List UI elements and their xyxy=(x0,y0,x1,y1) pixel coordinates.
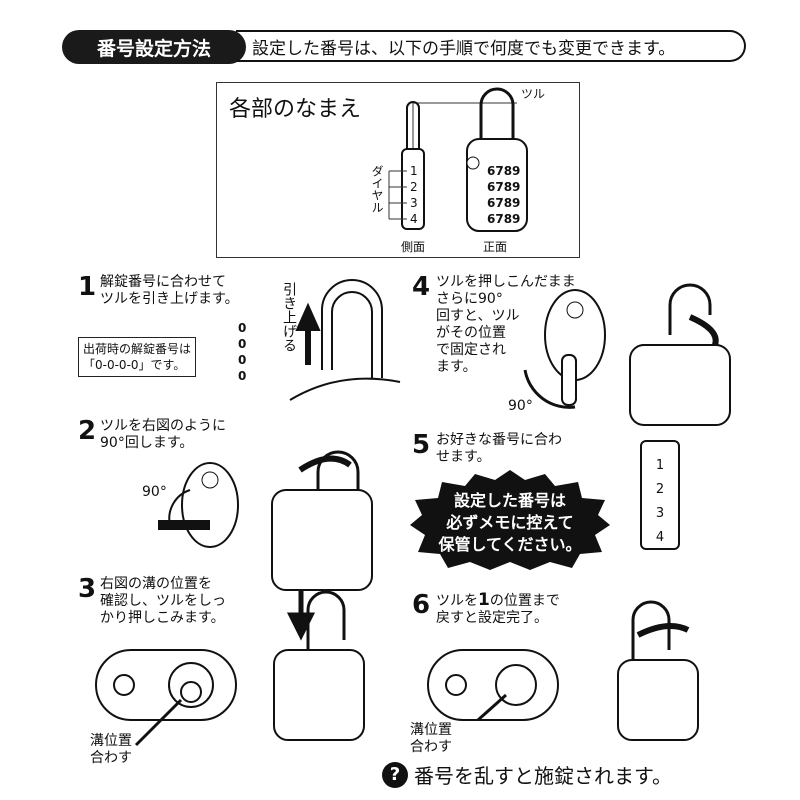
groove-label: 合わす xyxy=(410,739,452,755)
dial-number: 2 xyxy=(410,180,418,194)
burst-text: 保管してください。 xyxy=(438,535,582,554)
front-digits: 6789 xyxy=(487,212,521,226)
parts-title: 各部のなまえ xyxy=(229,97,362,122)
up-arrow-icon xyxy=(295,302,321,365)
step-text: かり押しこみます。 xyxy=(100,610,225,626)
dial-number: 3 xyxy=(410,196,418,210)
angle-label: 90° xyxy=(142,484,167,500)
step-text-bold: 1 xyxy=(478,590,490,610)
section-subtitle: 設定した番号は、以下の手順で何度でも変更できます。 xyxy=(236,30,746,62)
step-text: の位置まで xyxy=(489,593,560,609)
dial-number: 4 xyxy=(410,212,418,226)
dial-number: 1 xyxy=(410,164,418,178)
step-text: 戻すと設定完了。 xyxy=(436,610,548,626)
burst-text: 必ずメモに控えて xyxy=(446,513,574,532)
step-number: 4 xyxy=(412,272,431,302)
rotate-back-arrow-icon xyxy=(636,623,690,638)
rotate-90-illustration xyxy=(158,450,373,591)
step-text: 解錠番号に合わせて xyxy=(100,274,226,290)
note-text: 出荷時の解錠番号は xyxy=(83,342,192,356)
step-text: ツルを引き上げます。 xyxy=(100,291,239,307)
front-digits: 6789 xyxy=(487,180,521,194)
step-number: 1 xyxy=(78,272,97,302)
rotate-arrow-icon xyxy=(688,314,719,346)
front-digits: 6789 xyxy=(487,164,521,178)
step-number: 6 xyxy=(412,590,431,620)
push-in-illustration xyxy=(95,590,365,747)
reset-illustration xyxy=(427,600,699,741)
note-text: 「0-0-0-0」です。 xyxy=(83,358,186,372)
step-text: 回すと、ツル xyxy=(436,308,520,324)
step-text: ます。 xyxy=(436,359,477,375)
dial-digit: 0 xyxy=(238,321,247,335)
groove-label: 溝位置 xyxy=(90,733,132,749)
dial-digit: 0 xyxy=(238,369,247,383)
burst-text: 設定した番号は xyxy=(453,491,566,510)
step-text: ツルを xyxy=(436,593,478,609)
front-label: 正面 xyxy=(483,240,508,254)
dial-digit: 0 xyxy=(238,353,247,367)
lock-warning: ? 番号を乱すと施錠されます。 xyxy=(382,760,672,789)
question-icon: ? xyxy=(382,761,408,788)
step-number: 5 xyxy=(412,430,431,460)
angle-label: 90° xyxy=(508,398,533,414)
step-text: がその位置 xyxy=(436,325,506,341)
down-arrow-icon xyxy=(286,590,316,641)
side-label: 側面 xyxy=(401,240,426,254)
step-text: 確認し、ツルをしっ xyxy=(100,593,226,609)
dial-digit: 1 xyxy=(655,458,665,473)
parts-diagram: 各部のなまえ ツル ダイヤル 1 2 3 4 6789 6789 6789 67… xyxy=(216,82,580,258)
dial-digit: 4 xyxy=(655,530,665,545)
dial-digit: 3 xyxy=(655,506,665,521)
factory-code-note: 出荷時の解錠番号は 「0-0-0-0」です。 xyxy=(78,337,197,377)
section-title: 番号設定方法 xyxy=(62,30,246,64)
step-number: 2 xyxy=(78,416,97,446)
groove-label: 溝位置 xyxy=(410,722,452,738)
step-text: 90°回します。 xyxy=(100,435,194,451)
step-text: せます。 xyxy=(436,449,491,465)
step-text: ツルを押しこんだまま xyxy=(436,274,576,290)
step-text: お好きな番号に合わ xyxy=(436,432,562,448)
lock-pull-illustration xyxy=(289,279,401,401)
dial-side-view: 1 2 3 4 xyxy=(640,440,680,550)
rotate-arrow-icon xyxy=(298,455,352,473)
dial-digit: 0 xyxy=(238,337,247,351)
step-text: で固定され xyxy=(436,342,506,358)
dial-digit: 2 xyxy=(655,482,665,497)
memo-warning-burst xyxy=(410,470,610,570)
step-number: 3 xyxy=(78,574,97,604)
dial-label: ダイヤル xyxy=(370,165,384,213)
shackle-label: ツル xyxy=(521,87,546,101)
step-text: さらに90° xyxy=(436,291,503,307)
lock-parts-illustration xyxy=(388,87,528,232)
step-text: 右図の溝の位置を xyxy=(100,576,212,592)
rotate-lock-illustration xyxy=(523,283,731,426)
groove-label: 合わす xyxy=(90,750,132,766)
warning-text: 番号を乱すと施錠されます。 xyxy=(414,764,672,788)
front-digits: 6789 xyxy=(487,196,521,210)
step-text: ツルを右図のように xyxy=(100,418,226,434)
pull-up-label: 引き上げる xyxy=(281,282,297,352)
